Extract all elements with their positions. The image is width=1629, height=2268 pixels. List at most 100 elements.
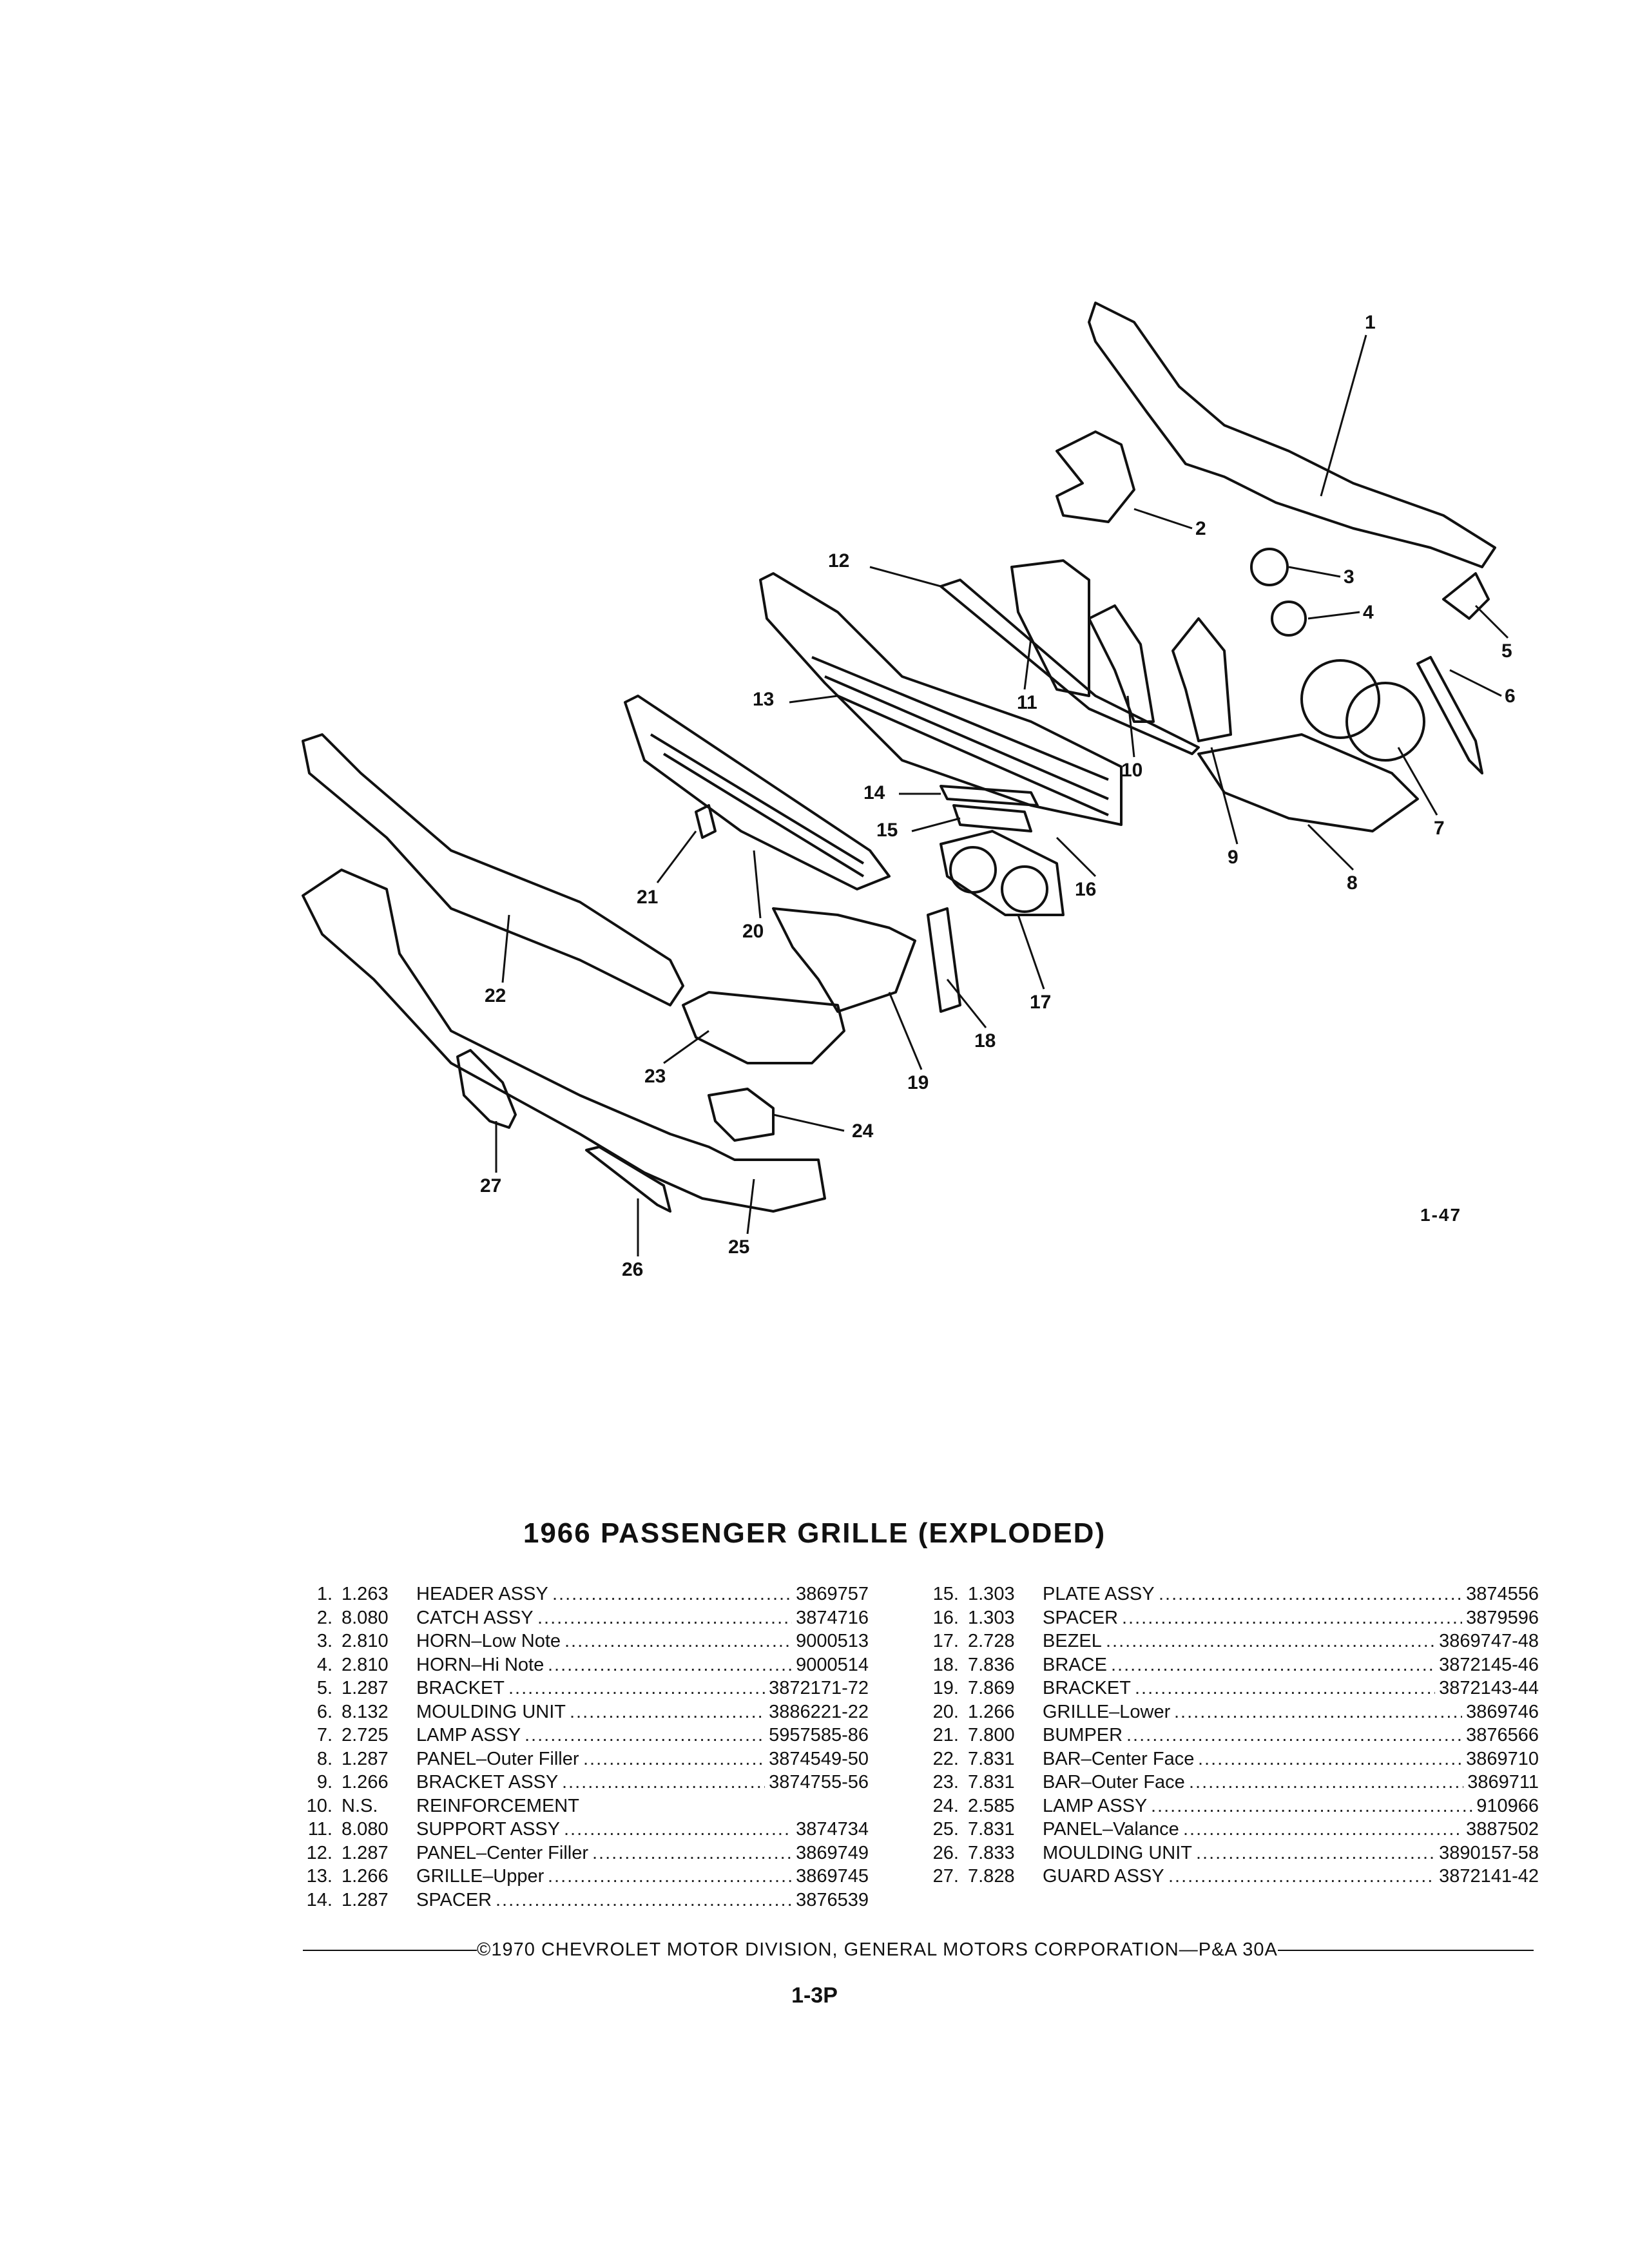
parts-name: HEADER ASSY (416, 1584, 548, 1604)
parts-group: 1.303 (968, 1584, 1015, 1604)
parts-num: 19. (932, 1678, 959, 1698)
bezel-drawing (940, 830, 1065, 916)
parts-num: 3. (316, 1631, 333, 1651)
support-assy-drawing (1010, 559, 1090, 697)
parts-group: N.S. (342, 1795, 378, 1816)
parts-group: 2.725 (342, 1725, 389, 1745)
leader-dots: ........................................… (562, 1772, 765, 1792)
parts-name: GRILLE–Upper (416, 1866, 545, 1887)
parts-num: 23. (932, 1772, 959, 1792)
leader-dots: ........................................… (1198, 1748, 1462, 1769)
leader-dots: ........................................… (1196, 1842, 1435, 1863)
parts-number: 910966 (1476, 1795, 1539, 1816)
callout-5: 5 (1501, 640, 1512, 662)
parts-group: 7.800 (968, 1725, 1015, 1745)
parts-number: 9000513 (796, 1631, 869, 1651)
parts-num: 10. (306, 1795, 333, 1816)
grille-lower-drawing (624, 695, 891, 890)
callout-7: 7 (1434, 818, 1445, 839)
copyright-text: ©1970 CHEVROLET MOTOR DIVISION, GENERAL … (477, 1939, 1278, 1960)
parts-group: 2.810 (342, 1631, 389, 1651)
parts-list-right: 15. 1.303 PLATE ASSY......................… (928, 1584, 1572, 1890)
parts-num: 12. (306, 1842, 333, 1863)
leader-dots: ........................................… (592, 1842, 792, 1863)
parts-number: 3869747-48 (1439, 1631, 1539, 1651)
parts-num: 15. (932, 1584, 959, 1604)
exploded-grille-diagram: 1 2 3 4 5 6 7 8 9 10 11 12 13 14 15 16 1… (302, 302, 1516, 1280)
parts-name: MOULDING UNIT (416, 1701, 566, 1722)
parts-group: 7.833 (968, 1842, 1015, 1863)
parts-num: 25. (932, 1819, 959, 1840)
parts-number: 3874716 (796, 1607, 869, 1628)
parts-number: 3869710 (1466, 1748, 1539, 1769)
parts-group: 2.728 (968, 1631, 1015, 1651)
parts-number: 3886221-22 (769, 1701, 869, 1722)
copyright-line: ©1970 CHEVROLET MOTOR DIVISION, GENERAL … (303, 1939, 1534, 1961)
parts-name: BRACKET ASSY (416, 1772, 559, 1792)
parts-num: 17. (932, 1631, 959, 1651)
parts-number: 3876539 (796, 1889, 869, 1910)
parts-number: 3876566 (1466, 1725, 1539, 1745)
parts-group: 8.080 (342, 1819, 389, 1840)
callout-10: 10 (1121, 760, 1142, 781)
callout-26: 26 (622, 1259, 643, 1280)
parts-name: SPACER (1043, 1607, 1119, 1628)
parts-name: CATCH ASSY (416, 1607, 534, 1628)
parts-name: SPACER (416, 1889, 492, 1910)
parts-num: 5. (316, 1678, 333, 1698)
figure-label: 1-47 (1420, 1205, 1462, 1225)
bracket-assy-drawing (1171, 617, 1232, 742)
parts-group: 1.287 (342, 1678, 389, 1698)
callout-23: 23 (644, 1066, 666, 1087)
spacer-drawing (940, 785, 1039, 807)
callout-3: 3 (1344, 566, 1354, 588)
parts-number: 3874556 (1466, 1584, 1539, 1604)
parts-name: BAR–Outer Face (1043, 1772, 1185, 1792)
panel-center-filler-drawing (940, 579, 1200, 755)
parts-num: 6. (316, 1701, 333, 1722)
parts-num: 16. (932, 1607, 959, 1628)
grille-upper-drawing (759, 572, 1123, 826)
parts-row: 9. 1.266 BRACKET ASSY.....................… (302, 1772, 946, 1796)
leader-dots: ........................................… (1159, 1584, 1462, 1604)
leader-dots: ........................................… (548, 1866, 792, 1887)
parts-name: PANEL–Outer Filler (416, 1748, 579, 1769)
callout-11: 11 (1017, 692, 1037, 713)
leader-dots: ........................................… (1174, 1701, 1462, 1722)
parts-group: 1.263 (342, 1584, 389, 1604)
parts-name: SUPPORT ASSY (416, 1819, 560, 1840)
horn-low-note-drawing (1250, 548, 1289, 586)
parts-group: 7.828 (968, 1866, 1015, 1887)
parts-num: 11. (307, 1819, 333, 1840)
leader-dots: ........................................… (1111, 1654, 1435, 1675)
leader-dots: ........................................… (564, 1819, 792, 1840)
parts-name: PLATE ASSY (1043, 1584, 1155, 1604)
panel-outer-filler-drawing (1197, 733, 1419, 832)
callout-1: 1 (1365, 312, 1376, 333)
rule-right (1277, 1949, 1534, 1951)
parts-group: 1.266 (342, 1772, 389, 1792)
callout-21: 21 (637, 887, 658, 908)
plate-assy-drawing (952, 804, 1032, 832)
parts-num: 9. (316, 1772, 333, 1792)
parts-name: PANEL–Valance (1043, 1819, 1179, 1840)
bar-outer-face-drawing (682, 991, 845, 1064)
leader-dots: ........................................… (1168, 1866, 1435, 1887)
parts-group: 1.266 (968, 1701, 1015, 1722)
parts-number: 3887502 (1466, 1819, 1539, 1840)
parts-name: HORN–Low Note (416, 1631, 561, 1651)
parts-number: 5957585-86 (769, 1725, 869, 1745)
parts-group: 2.585 (968, 1795, 1015, 1816)
leader-dots: ........................................… (583, 1748, 765, 1769)
leader-dots: ........................................… (496, 1889, 792, 1910)
callout-19: 19 (907, 1072, 929, 1093)
